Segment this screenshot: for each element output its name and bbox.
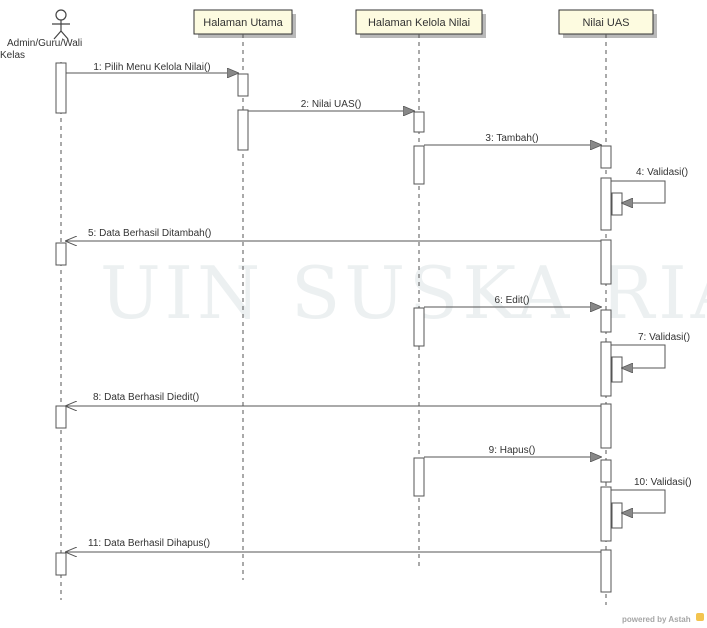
activation-bar	[611, 502, 623, 529]
activation-bar	[611, 356, 623, 383]
message-label-4: 4: Validasi()	[636, 167, 688, 178]
activation-bar	[611, 192, 623, 216]
activation-bar	[600, 549, 612, 593]
activation-bar	[237, 73, 249, 97]
astah-logo-icon	[696, 613, 704, 621]
lifeline-label-nilai-uas: Nilai UAS	[582, 17, 629, 29]
powered-by-label: powered by Astah	[622, 615, 691, 624]
message-label-3: 3: Tambah()	[485, 133, 538, 144]
activation-bar	[600, 177, 612, 231]
activation-bar	[237, 109, 249, 151]
activation-bar	[55, 405, 67, 429]
lifeline-label-halaman-kelola-nilai: Halaman Kelola Nilai	[368, 17, 470, 29]
message-label-7: 7: Validasi()	[638, 332, 690, 343]
actor-label-line2: Kelas	[0, 50, 25, 61]
message-label-10: 10: Validasi()	[634, 477, 692, 488]
message-label-2: 2: Nilai UAS()	[301, 99, 362, 110]
activation-bar	[600, 486, 612, 542]
activation-bar	[600, 309, 612, 333]
activation-bar	[600, 403, 612, 449]
activation-bar	[55, 62, 67, 114]
activation-bar	[600, 341, 612, 397]
activation-bar	[413, 307, 425, 347]
message-label-6: 6: Edit()	[494, 295, 529, 306]
message-label-9: 9: Hapus()	[489, 445, 536, 456]
actor-label-line1: Admin/Guru/Wali	[7, 38, 82, 49]
activation-bar	[600, 459, 612, 483]
activation-bar	[413, 457, 425, 497]
activation-bar	[600, 145, 612, 169]
activation-bar	[55, 242, 67, 266]
activation-bar	[600, 239, 612, 285]
message-label-8: 8: Data Berhasil Diedit()	[93, 392, 199, 403]
message-label-5: 5: Data Berhasil Ditambah()	[88, 228, 211, 239]
lifeline-box-halaman-kelola-nilai: Halaman Kelola Nilai	[355, 9, 486, 38]
message-arrow-4	[611, 180, 666, 203]
activation-bar	[413, 145, 425, 185]
watermark-text: UIN SUSKA RIA	[100, 251, 707, 335]
lifeline-box-nilai-uas: Nilai UAS	[558, 9, 657, 38]
lifeline-box-halaman-utama: Halaman Utama	[193, 9, 296, 38]
actor-icon	[52, 9, 70, 40]
lifeline-label-halaman-utama: Halaman Utama	[203, 17, 283, 29]
message-arrow-10	[611, 489, 666, 513]
message-label-1: 1: Pilih Menu Kelola Nilai()	[93, 62, 210, 73]
message-arrow-7	[611, 344, 666, 368]
message-label-11: 11: Data Berhasil Dihapus()	[88, 538, 210, 549]
activation-bar	[413, 111, 425, 133]
activation-bar	[55, 552, 67, 576]
